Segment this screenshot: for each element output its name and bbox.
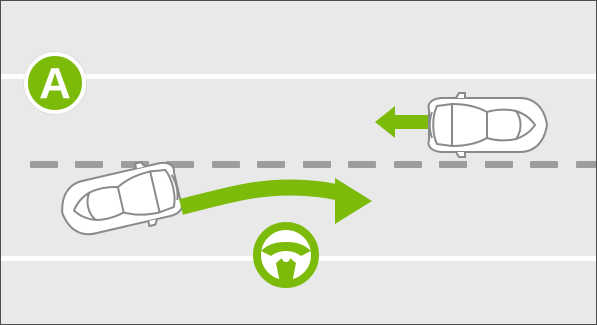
left-arrow-icon [371, 103, 435, 141]
upper-lane-line [1, 74, 597, 79]
scenario-letter: A [39, 62, 71, 106]
lane-change-arrow-icon [177, 174, 377, 226]
steering-wheel-icon [251, 220, 321, 290]
scenario-badge: A [24, 52, 86, 114]
